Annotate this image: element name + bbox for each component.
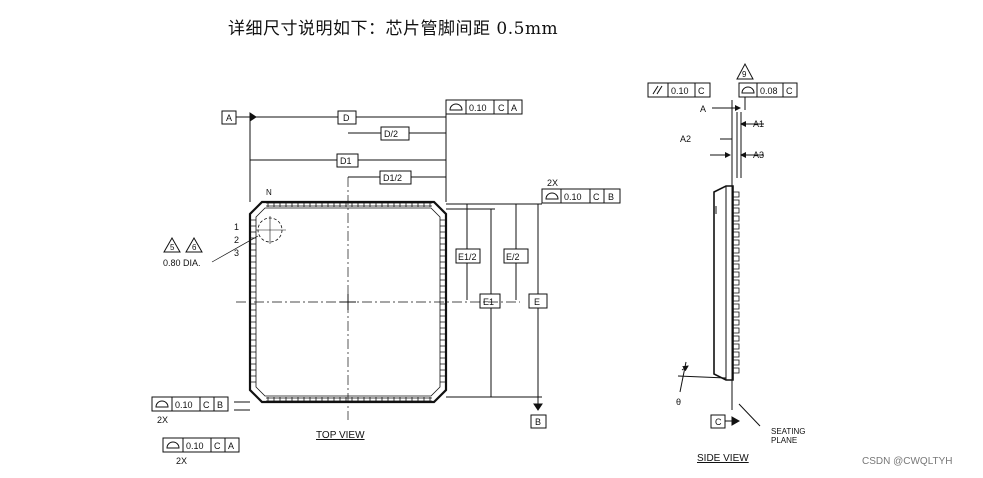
note-5-triangle <box>163 236 181 253</box>
dim-e1-half-label: E1/2 <box>458 252 477 262</box>
page-title: 详细尺寸说明如下：芯片管脚间距 0.5mm <box>228 19 559 39</box>
fcf-top-tol: 0.10 <box>469 103 487 113</box>
note-6-triangle <box>185 236 203 253</box>
watermark: CSDN @CWQLTYH <box>862 456 953 467</box>
fcf-parallel <box>647 82 711 98</box>
fcf-top <box>445 99 523 115</box>
plane-label: PLANE <box>771 436 797 445</box>
dim-d-box <box>337 110 357 125</box>
fcf-bl1-tol: 0.10 <box>175 400 193 410</box>
dim-d-half-label: D/2 <box>384 129 398 139</box>
fcf-bl2-d1: C <box>214 441 221 451</box>
fcf-bl2-mult: 2X <box>176 456 187 466</box>
fcf-bl1-d1: C <box>203 400 210 410</box>
fcf-flat-d1: C <box>786 86 793 96</box>
note-6-label: 6 <box>192 243 197 252</box>
top-view <box>151 99 621 453</box>
seating-label: SEATING <box>771 427 806 436</box>
dim-e-half-box <box>503 248 529 264</box>
datum-c-label: C <box>715 417 722 427</box>
fcf-par-tol: 0.10 <box>671 86 689 96</box>
fcf-right-d1: C <box>593 192 600 202</box>
pin-3-label: 3 <box>234 248 239 258</box>
fcf-top-d2: A <box>511 103 517 113</box>
dia-label: 0.80 DIA. <box>163 258 201 268</box>
fcf-right-tol: 0.10 <box>564 192 582 202</box>
fcf-bl1 <box>151 396 229 412</box>
side-view-caption: SIDE VIEW <box>697 453 749 464</box>
dim-d-half-box <box>380 126 410 141</box>
fcf-flat <box>738 82 798 98</box>
fcf-flat-tol: 0.08 <box>760 86 778 96</box>
dim-e-box <box>528 293 548 309</box>
dim-d1-label: D1 <box>340 156 352 166</box>
note-9-label: 9 <box>742 70 747 79</box>
note-9-triangle <box>736 62 754 80</box>
dim-e-label: E <box>534 297 540 307</box>
pin-2-label: 2 <box>234 235 239 245</box>
datum-b-box <box>530 414 547 429</box>
theta-label: θ <box>676 397 681 407</box>
note-5-label: 5 <box>170 243 175 252</box>
dim-e-half-label: E/2 <box>506 252 520 262</box>
dim-d1-box <box>336 153 359 168</box>
fcf-right-mult: 2X <box>547 178 558 188</box>
fcf-bl1-mult: 2X <box>157 415 168 425</box>
fcf-par-d1: C <box>698 86 705 96</box>
top-view-caption: TOP VIEW <box>316 430 365 441</box>
dim-a-label: A <box>700 104 706 114</box>
dim-a2-label: A2 <box>680 134 691 144</box>
dim-a1-label: A1 <box>753 119 764 129</box>
fcf-top-d1: C <box>498 103 505 113</box>
fcf-bl1-d2: B <box>217 400 223 410</box>
dim-d-label: D <box>343 113 350 123</box>
fcf-bl2-tol: 0.10 <box>186 441 204 451</box>
pin-1-label: 1 <box>234 222 239 232</box>
dim-e1-label: E1 <box>483 297 494 307</box>
fcf-right-d2: B <box>608 192 614 202</box>
side-view <box>647 62 798 429</box>
dim-e1-box <box>479 293 501 309</box>
dim-a3-label: A3 <box>753 150 764 160</box>
datum-a-label: A <box>226 113 232 123</box>
fcf-right <box>541 188 621 204</box>
dim-d1-half-box <box>379 170 412 185</box>
datum-b-label: B <box>535 417 541 427</box>
fcf-bl2 <box>162 437 240 453</box>
pin-n-label: N <box>266 188 272 197</box>
pins-horizontal <box>266 202 432 402</box>
dim-d1-half-label: D1/2 <box>383 173 402 183</box>
dim-e1-half-box <box>455 248 481 264</box>
fcf-bl2-d2: A <box>228 441 234 451</box>
